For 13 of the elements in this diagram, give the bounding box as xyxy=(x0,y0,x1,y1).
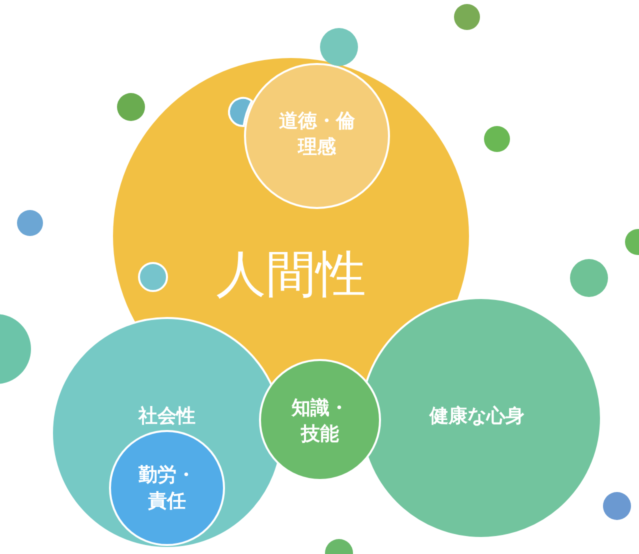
decorative-dot xyxy=(484,126,510,152)
decorative-dot xyxy=(138,262,168,292)
decorative-dot xyxy=(17,210,43,236)
bubble-label: 道徳・倫理感 xyxy=(278,109,356,160)
bubble-label: 人間性 xyxy=(215,246,367,302)
decorative-dot xyxy=(320,28,358,66)
bubble-label: 健康な心身 xyxy=(428,404,526,429)
decorative-dot xyxy=(570,259,608,297)
bubble-label: 勤労・責任 xyxy=(137,463,196,514)
decorative-dot xyxy=(454,4,480,30)
decorative-dot xyxy=(603,492,631,520)
bubble-label: 知識・技能 xyxy=(290,396,350,447)
bubble-label: 社会性 xyxy=(137,404,196,429)
